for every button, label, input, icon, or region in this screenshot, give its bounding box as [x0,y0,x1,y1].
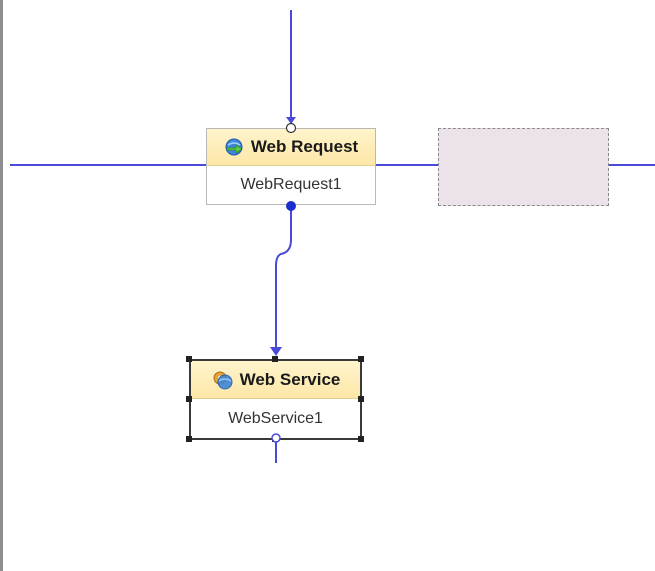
resize-handle-top-left[interactable] [186,356,192,362]
web-request-name: WebRequest1 [240,176,342,193]
resize-handle-middle-right[interactable] [358,396,364,402]
web-request-header: Web Request [207,129,375,166]
web-service-name: WebService1 [228,409,323,427]
web-service-header: Web Service [191,361,360,399]
web-service-icon [213,371,233,389]
web-request-node[interactable]: Web Request WebRequest1 [206,128,376,205]
resize-handle-bottom-left[interactable] [186,436,192,442]
canvas-left-border [0,0,3,571]
web-service-node[interactable]: Web Service WebService1 [189,359,362,440]
web-service-output-port[interactable] [271,433,281,443]
request-to-service-connector[interactable] [275,206,292,352]
drop-target-placeholder [438,128,609,206]
web-request-title: Web Request [250,137,359,156]
resize-handle-bottom-right[interactable] [358,436,364,442]
incoming-connector-arrowhead [286,117,296,124]
web-request-output-port[interactable] [286,201,296,211]
web-service-title: Web Service [239,369,341,389]
resize-handle-top-center[interactable] [272,356,278,362]
request-to-service-arrowhead [270,347,282,356]
resize-handle-middle-left[interactable] [186,396,192,402]
web-request-input-port[interactable] [285,122,297,134]
resize-handle-top-right[interactable] [358,356,364,362]
web-request-icon [225,138,243,156]
